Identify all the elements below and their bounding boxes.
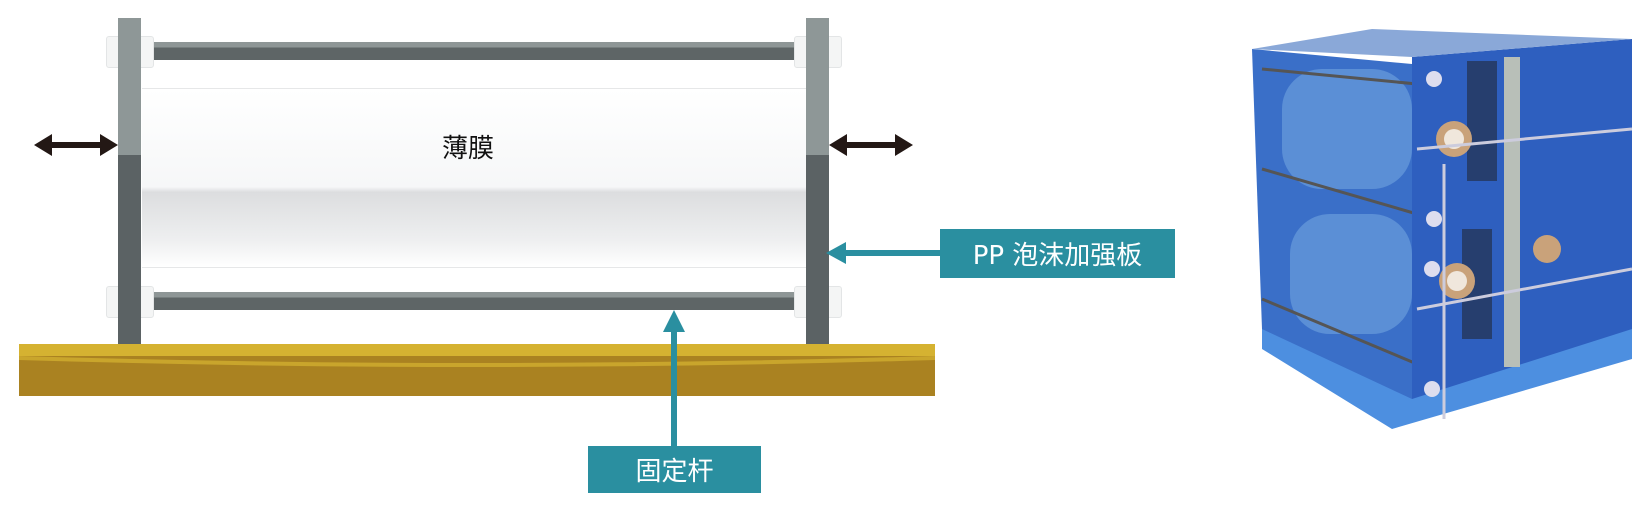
foam-board-label: PP 泡沫加强板 — [940, 229, 1175, 278]
left-foam-board — [118, 18, 141, 344]
fixing-rod-pointer-arrow — [663, 310, 685, 448]
top-fixing-rod — [154, 42, 794, 60]
film-roll — [142, 88, 806, 268]
bottom-fixing-rod — [154, 292, 794, 310]
film-label: 薄膜 — [442, 134, 495, 164]
double-arrow-left-icon — [34, 134, 118, 156]
right-foam-board — [806, 18, 829, 344]
packaged-film-rolls-photo — [1252, 29, 1632, 429]
foam-board-pointer-arrow — [826, 242, 942, 264]
fixing-rod-label: 固定杆 — [588, 446, 761, 493]
double-arrow-right-icon — [829, 134, 913, 156]
base-platform — [19, 344, 935, 396]
